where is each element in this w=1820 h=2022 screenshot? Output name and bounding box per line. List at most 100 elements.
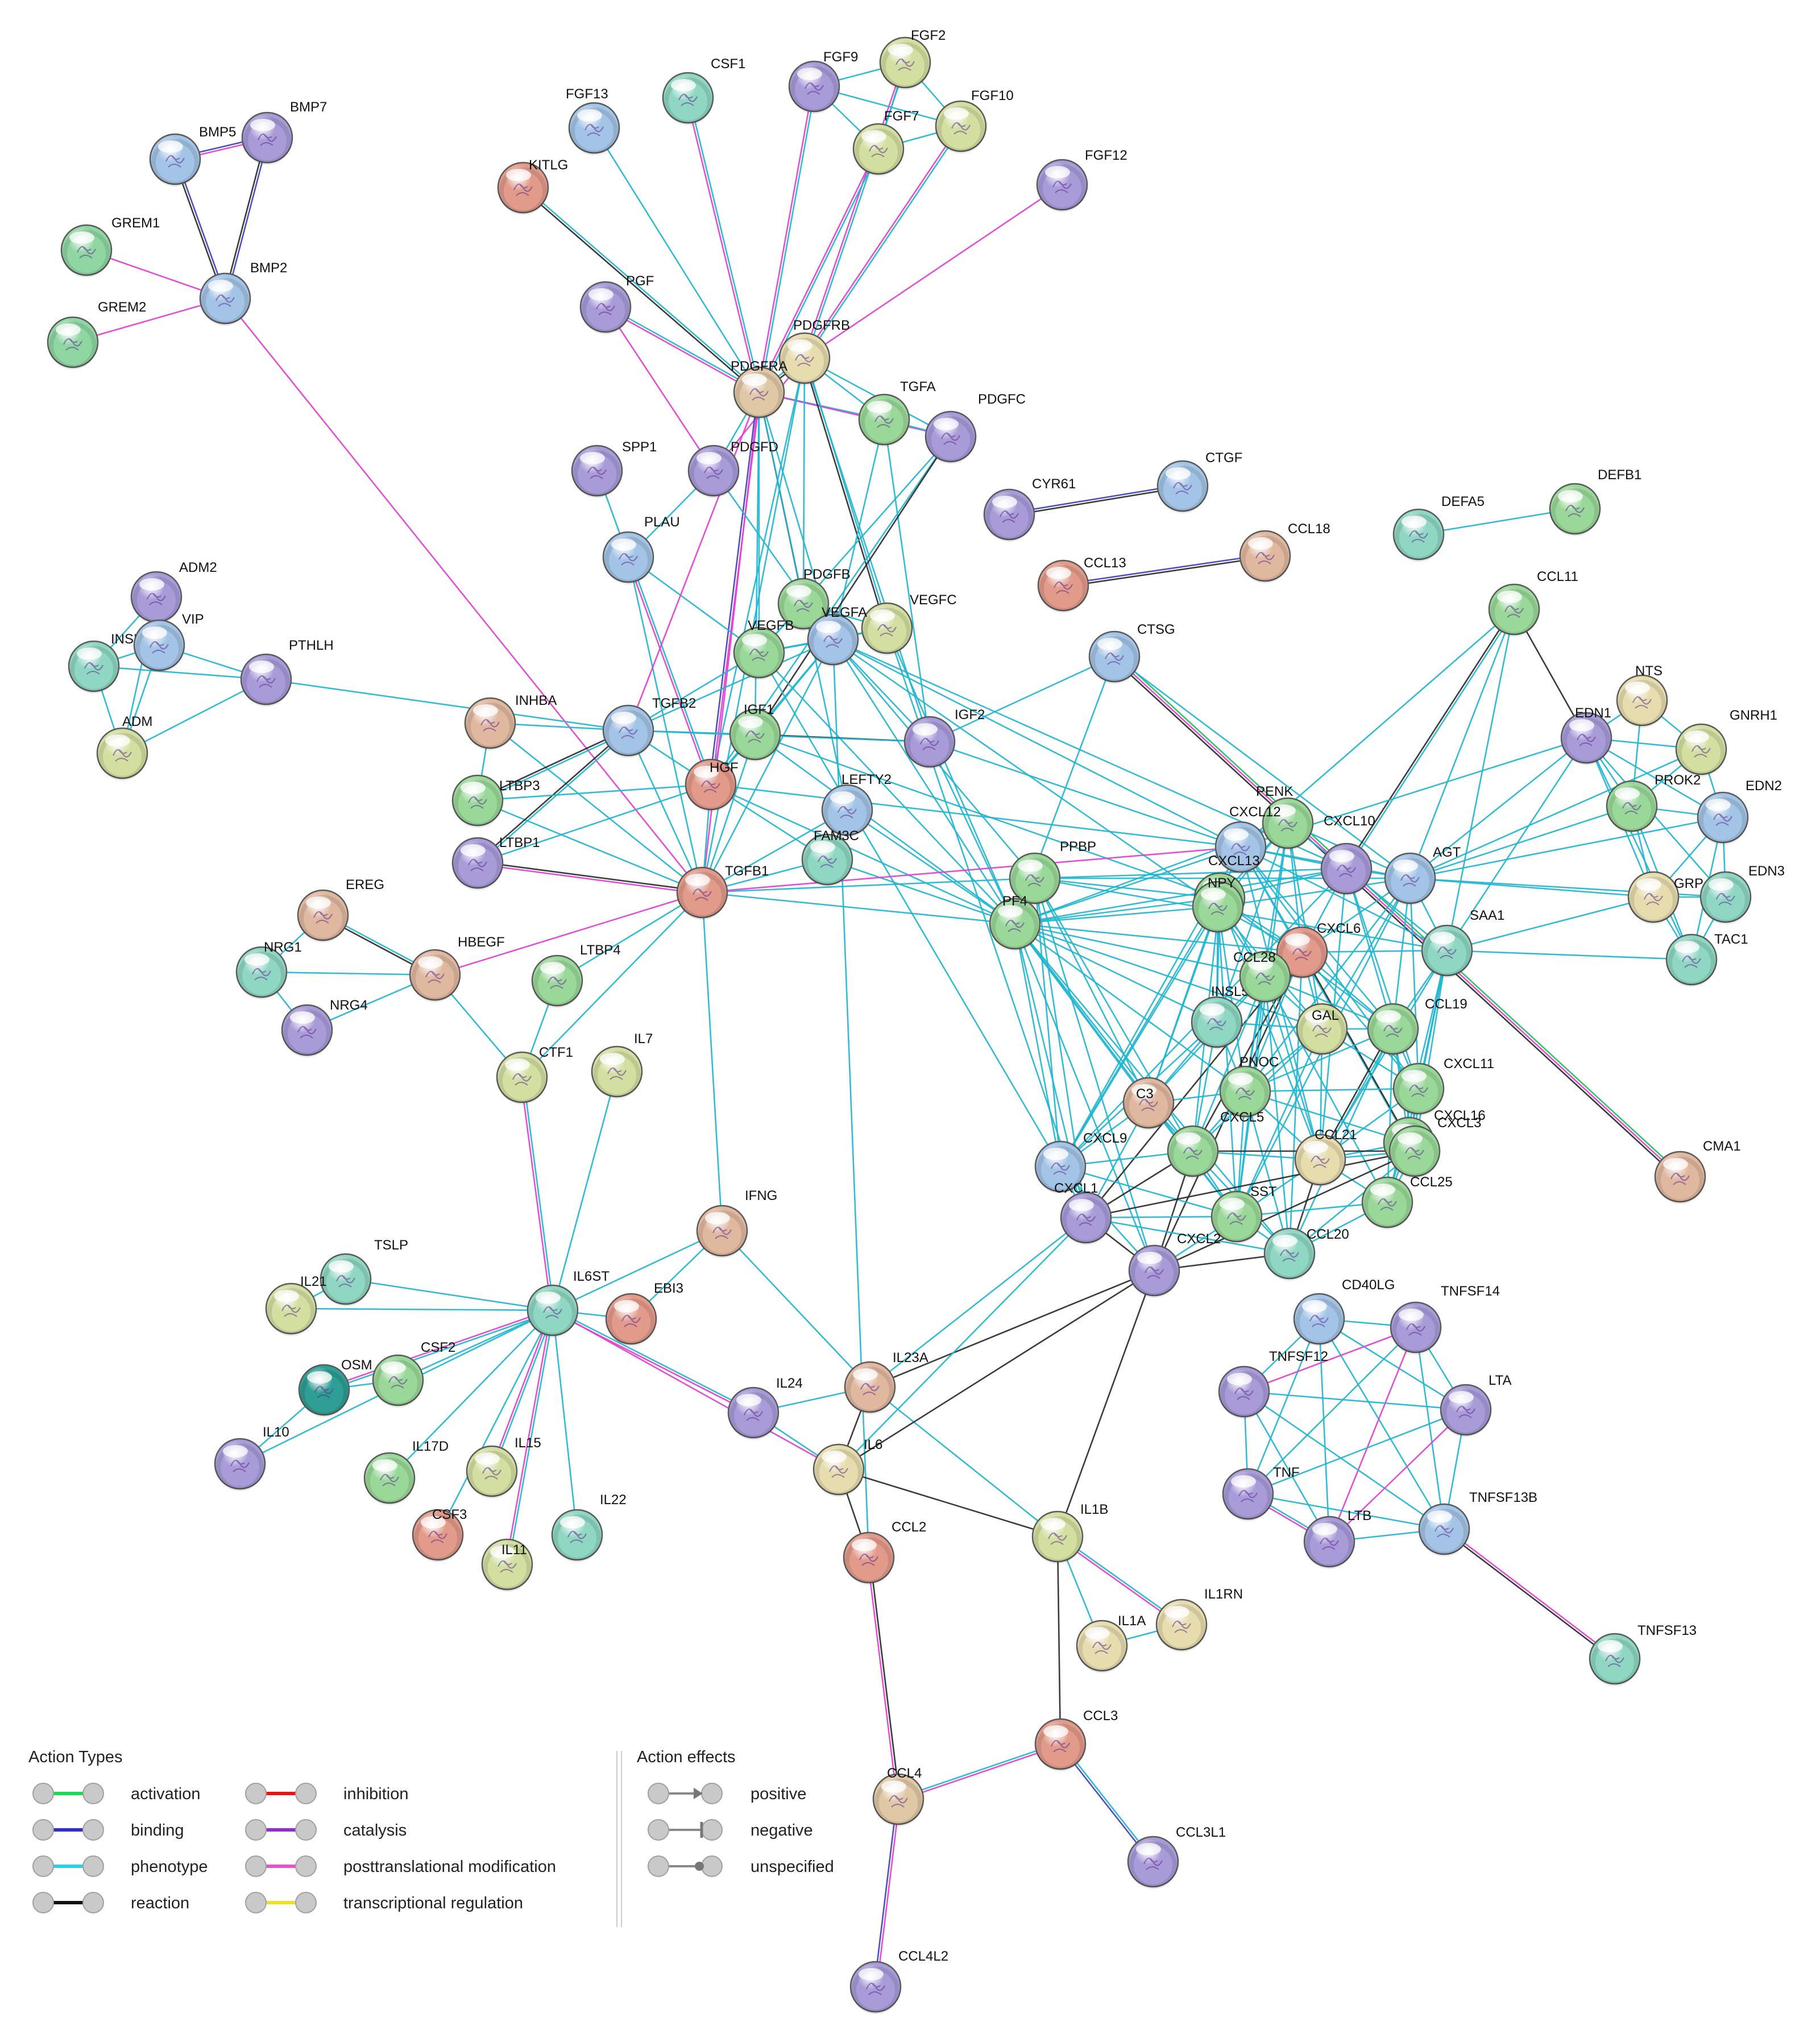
node-il24[interactable]: IL24 [727,1376,803,1440]
node-il17d[interactable]: IL17D [363,1439,449,1505]
node-grem2[interactable]: GREM2 [47,300,146,369]
node-csf1[interactable]: CSF1 [662,56,745,125]
node-lta[interactable]: LTA [1440,1373,1511,1437]
node-tnfsf14[interactable]: TNFSF14 [1390,1284,1500,1355]
node-ccl28[interactable]: CCL28 [1233,950,1291,1004]
node-igf2[interactable]: IGF2 [903,707,985,769]
node-il15[interactable]: IL15 [466,1435,541,1498]
node-fgf9[interactable]: FGF9 [788,49,858,114]
node-bmp7[interactable]: BMP7 [241,99,327,165]
node-nrg1[interactable]: NRG1 [235,940,302,999]
node-ltbp4[interactable]: LTBP4 [531,943,621,1008]
node-il1a[interactable]: IL1A [1076,1613,1146,1673]
node-hgf[interactable]: HGF [685,758,739,812]
node-il11[interactable]: IL11 [481,1538,533,1592]
node-ccl3[interactable]: CCL3 [1034,1708,1118,1771]
node-ltb[interactable]: LTB [1303,1508,1371,1569]
node-sst[interactable]: SST [1210,1184,1277,1244]
node-pthlh[interactable]: PTHLH [240,638,334,707]
node-cyr61[interactable]: CYR61 [983,476,1076,542]
node-fgf13[interactable]: FGF13 [566,86,620,155]
node-ccl18[interactable]: CCL18 [1239,521,1330,583]
node-il10[interactable]: IL10 [214,1425,289,1491]
node-defa5[interactable]: DEFA5 [1392,494,1485,562]
node-cd40lg[interactable]: CD40LG [1293,1277,1395,1346]
node-grem1[interactable]: GREM1 [60,215,160,277]
node-tnfsf13[interactable]: TNFSF13 [1589,1623,1697,1686]
node-bmp2[interactable]: BMP2 [199,260,287,326]
node-edn1[interactable]: EDN1 [1560,705,1612,765]
node-pf4[interactable]: PF4 [989,894,1041,951]
node-pdgfd[interactable]: PDGFD [687,439,778,498]
node-cxcl5[interactable]: CXCL5 [1167,1110,1264,1178]
node-fgf2[interactable]: FGF2 [879,28,946,90]
node-tslp[interactable]: TSLP [320,1238,408,1306]
node-csf2[interactable]: CSF2 [372,1340,455,1407]
node-cxcl11[interactable]: CXCL11 [1392,1056,1494,1116]
node-gal[interactable]: GAL [1296,1003,1348,1056]
node-cxcl10[interactable]: CXCL10 [1320,813,1375,896]
node-ccl4l2[interactable]: CCL4L2 [849,1949,948,2014]
node-npy[interactable]: NPY [1192,875,1244,934]
node-ccl21[interactable]: CCL21 [1294,1127,1357,1187]
node-agt[interactable]: AGT [1384,845,1461,906]
node-il1rn[interactable]: IL1RN [1155,1587,1243,1652]
node-cxcl1[interactable]: CXCL1 [1054,1181,1112,1245]
node-tgfa[interactable]: TGFA [858,379,936,447]
node-il1b[interactable]: IL1B [1031,1502,1108,1564]
node-nts[interactable]: NTS [1616,663,1668,728]
node-fgf10[interactable]: FGF10 [935,88,1014,153]
node-il6st[interactable]: IL6ST [526,1269,610,1338]
node-il7[interactable]: IL7 [591,1031,653,1099]
node-pgf[interactable]: PGF [579,273,654,334]
node-tgfb1[interactable]: TGFB1 [676,863,769,920]
node-hbegf[interactable]: HBEGF [409,935,505,1002]
node-c3[interactable]: C3 [1122,1077,1175,1130]
node-inhba[interactable]: INHBA [464,693,557,750]
node-edn3[interactable]: EDN3 [1699,863,1785,924]
node-cma1[interactable]: CMA1 [1654,1139,1741,1204]
node-pnoc[interactable]: PNOC [1219,1054,1279,1119]
node-vegfa[interactable]: VEGFA [807,605,867,667]
node-ppbp[interactable]: PPBP [1009,839,1096,906]
node-defb1[interactable]: DEFB1 [1549,467,1641,536]
node-cxcl12[interactable]: CXCL12 [1214,804,1281,874]
node-ccl4[interactable]: CCL4 [872,1766,924,1826]
node-prok2[interactable]: PROK2 [1606,773,1701,833]
node-penk[interactable]: PENK [1256,784,1314,850]
node-il22[interactable]: IL22 [551,1492,627,1562]
node-pdgfc[interactable]: PDGFC [924,392,1026,464]
node-il6[interactable]: IL6 [812,1437,882,1497]
node-cxcl2[interactable]: CXCL2 [1128,1231,1221,1298]
node-plau[interactable]: PLAU [602,514,680,584]
node-ctgf[interactable]: CTGF [1156,450,1242,513]
node-fgf7[interactable]: FGF7 [852,109,919,176]
node-ccl13[interactable]: CCL13 [1037,555,1126,613]
node-ccl20[interactable]: CCL20 [1263,1227,1349,1281]
node-ctf1[interactable]: CTF1 [496,1045,573,1105]
node-adm2[interactable]: ADM2 [130,560,217,624]
node-ifng[interactable]: IFNG [696,1188,777,1258]
node-tnfsf13b[interactable]: TNFSF13B [1418,1490,1537,1556]
node-ereg[interactable]: EREG [297,877,384,943]
node-edn2[interactable]: EDN2 [1697,778,1782,845]
node-tnfsf12[interactable]: TNFSF12 [1218,1349,1328,1419]
node-grp[interactable]: GRP [1627,871,1703,924]
node-csf3[interactable]: CSF3 [412,1507,467,1562]
node-igf1[interactable]: IGF1 [729,702,781,762]
node-lefty2[interactable]: LEFTY2 [821,772,892,837]
node-vegfc[interactable]: VEGFC [861,592,957,655]
node-fam3c[interactable]: FAM3C [801,828,859,887]
node-ltbp3[interactable]: LTBP3 [451,774,540,828]
node-ctsg[interactable]: CTSG [1088,622,1175,684]
node-tnf[interactable]: TNF [1222,1465,1300,1521]
node-osm[interactable]: OSM [298,1357,372,1417]
node-adm[interactable]: ADM [96,714,152,780]
node-ccl11[interactable]: CCL11 [1488,569,1578,637]
node-pdgfrb[interactable]: PDGFRB [778,318,850,385]
node-tac1[interactable]: TAC1 [1665,932,1748,987]
node-pdgfb[interactable]: PDGFB [777,567,851,631]
node-ebi3[interactable]: EBI3 [605,1281,683,1346]
node-ccl19[interactable]: CCL19 [1367,997,1467,1056]
node-ccl2[interactable]: CCL2 [843,1519,926,1585]
